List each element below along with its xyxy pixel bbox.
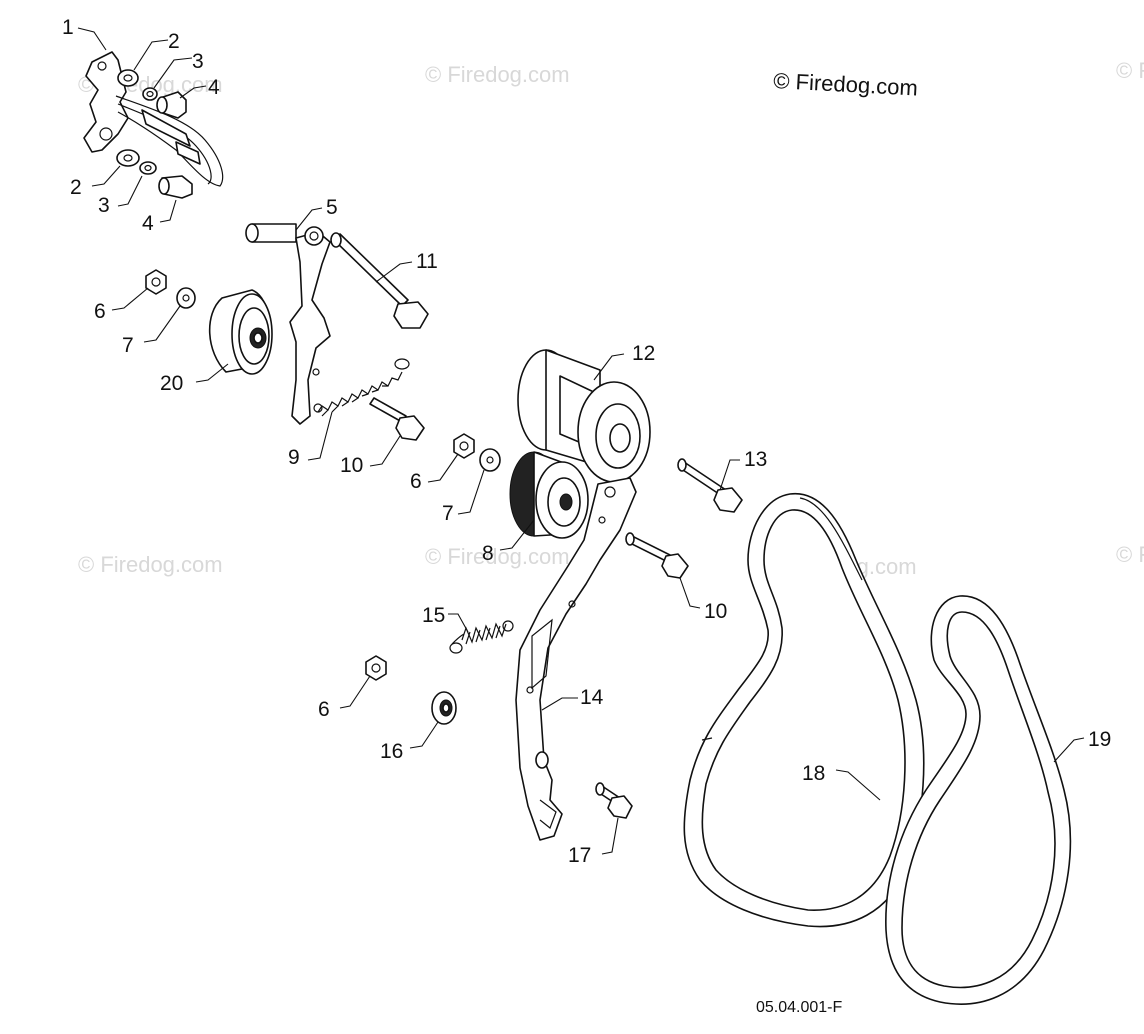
callout-20: 20	[160, 372, 183, 395]
callout-15: 15	[422, 604, 445, 627]
part-18-belt	[683, 492, 925, 928]
part-11-long-bolt	[330, 232, 429, 329]
callout-18: 18	[802, 762, 825, 785]
part-7-washer-a	[176, 287, 196, 309]
part-7-washer-b	[479, 448, 501, 472]
callout-2: 2	[168, 30, 180, 53]
callout-4: 4	[142, 212, 154, 235]
part-19-belt	[885, 595, 1072, 1005]
callout-14: 14	[580, 686, 604, 709]
watermark: © Firedog.com	[425, 544, 570, 569]
copyright-label: © Firedog.com	[773, 68, 919, 101]
callout-4: 4	[208, 76, 220, 99]
callout-7: 7	[442, 502, 454, 525]
callout-11: 11	[416, 250, 438, 273]
callout-12: 12	[632, 342, 655, 365]
part-9-spring	[317, 358, 410, 417]
callout-9: 9	[288, 446, 300, 469]
callout-17: 17	[568, 844, 591, 867]
part-17-bolt	[595, 782, 633, 819]
part-5-idler-arm	[245, 223, 331, 425]
parts-2-3-4-upper	[117, 69, 187, 119]
leader-lines	[77, 27, 1085, 855]
part-6-nut-b	[453, 433, 475, 459]
callout-19: 19	[1088, 728, 1111, 751]
callout-10: 10	[340, 454, 363, 477]
parts-2-3-4-lower	[116, 149, 193, 199]
callout-3: 3	[192, 50, 204, 73]
callout-6: 6	[410, 470, 422, 493]
part-12-double-pulley	[517, 349, 651, 483]
callout-6: 6	[318, 698, 330, 721]
callout-16: 16	[380, 740, 403, 763]
watermark: © Firedog.com	[425, 62, 570, 87]
part-6-nut-a	[145, 269, 167, 295]
callout-8: 8	[482, 542, 494, 565]
part-10-bolt-a	[369, 397, 425, 441]
part-1-bracket	[83, 51, 224, 187]
callout-10: 10	[704, 600, 727, 623]
callout-5: 5	[326, 196, 338, 219]
callout-1: 1	[62, 16, 74, 39]
callout-13: 13	[744, 448, 767, 471]
part-15-spring	[449, 620, 514, 654]
callout-3: 3	[98, 194, 110, 217]
part-20-flat-pulley	[208, 289, 273, 375]
part-16-bushing	[431, 691, 457, 725]
watermark: © Firedog.com	[1116, 58, 1144, 83]
part-6-nut-c	[365, 655, 387, 681]
callout-6: 6	[94, 300, 106, 323]
callout-7: 7	[122, 334, 134, 357]
watermark: © Firedog.com	[1116, 542, 1144, 567]
part-13-bolt	[677, 458, 743, 513]
callout-2: 2	[70, 176, 82, 199]
drawing-reference: 05.04.001-F	[756, 999, 843, 1016]
watermark: © Firedog.com	[78, 552, 223, 577]
part-10-bolt-b	[625, 532, 689, 579]
part-14-tensioner-arm	[515, 477, 637, 841]
part-8-idler-pulley	[509, 451, 589, 539]
callout-labels: 1 2 3 4 2 3 4 5 11 6 7 20 9 10 6 7 8 12 …	[62, 16, 1111, 867]
